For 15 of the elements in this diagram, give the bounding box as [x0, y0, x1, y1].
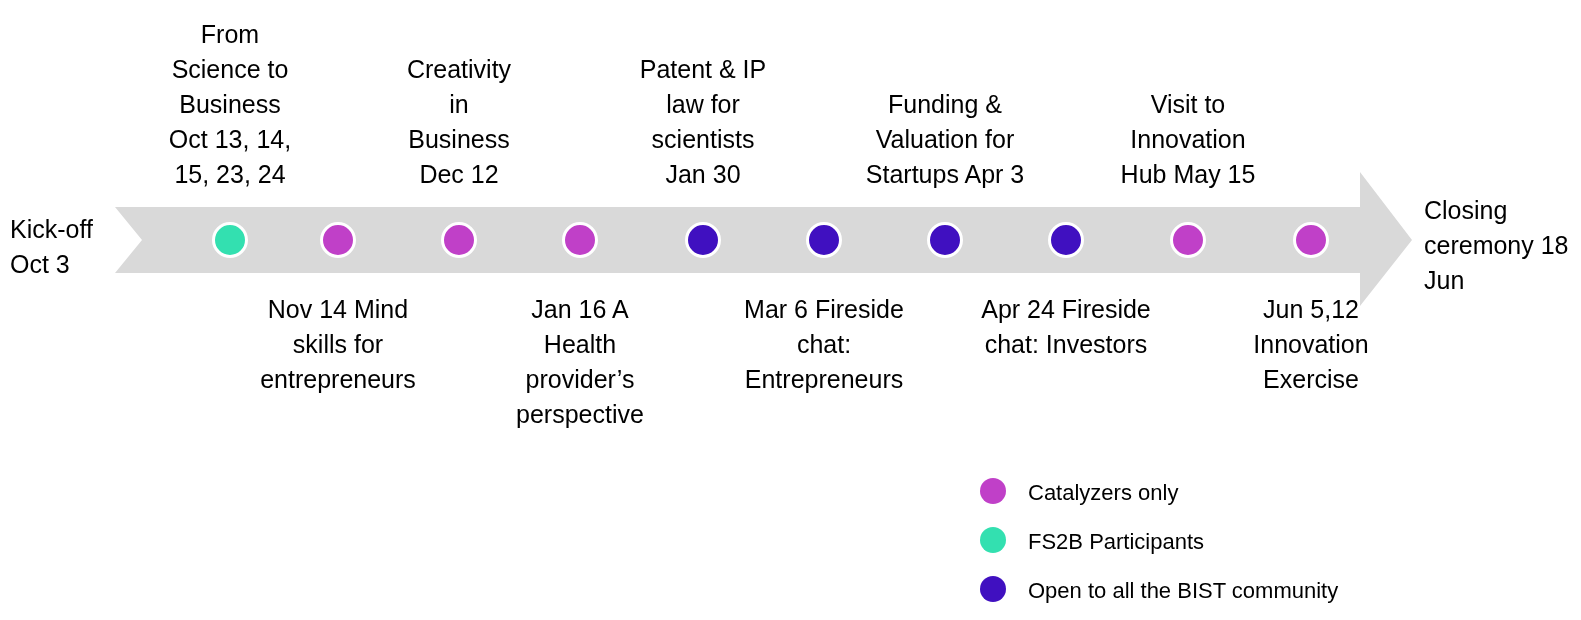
event-label: Nov 14 Mind skills for entrepreneurs: [259, 294, 417, 395]
legend-text: Open to all the BIST community: [1028, 578, 1339, 604]
event-label: Apr 24 Fireside chat: Investors: [980, 294, 1152, 360]
event-label: Mar 6 Fireside chat: Entrepreneurs: [743, 294, 905, 395]
legend-text: Catalyzers only: [1028, 480, 1179, 506]
legend-text: FS2B Participants: [1028, 529, 1205, 555]
event-label: From Science to Business Oct 13, 14, 15, 23, 24: [167, 19, 293, 190]
event-label: Creativity in Business Dec 12: [405, 54, 513, 190]
event-label: Jan 16 A Health provider’s perspective: [515, 294, 645, 430]
event-label: Patent & IP law for scientists Jan 30: [638, 54, 768, 190]
event-label: Jun 5,12 Innovation Exercise: [1252, 294, 1370, 395]
event-label: Visit to Innovation Hub May 15: [1119, 89, 1257, 190]
start-label: Kick-off Oct 3: [10, 214, 94, 280]
event-label: Funding & Valuation for Startups Apr 3: [864, 89, 1026, 190]
end-label: Closing ceremony 18 Jun: [1424, 195, 1570, 296]
